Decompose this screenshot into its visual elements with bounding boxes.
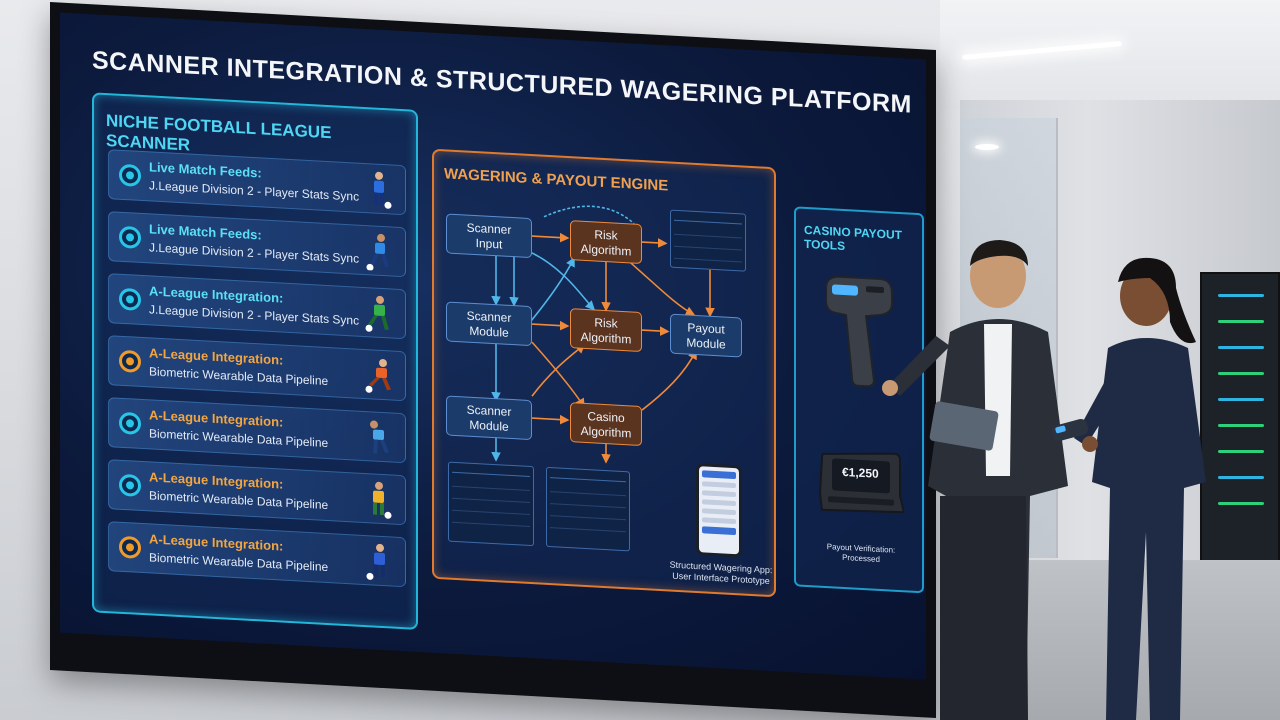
wagering-engine-panel: WAGERING & PAYOUT ENGINE <box>432 148 776 598</box>
signal-icon <box>119 473 141 497</box>
feed-item-title: Live Match Feeds: <box>149 159 262 181</box>
feed-item-subtitle: Biometric Wearable Data Pipeline <box>149 550 329 575</box>
node-label: Scanner Module <box>466 402 512 434</box>
scanner-module-node[interactable]: Scanner Module <box>446 301 532 347</box>
signal-icon <box>119 349 141 373</box>
signal-icon <box>119 411 141 435</box>
football-player-icon <box>373 481 392 519</box>
scanner-input-node[interactable]: Scanner Input <box>446 213 532 259</box>
feed-item[interactable]: Live Match Feeds: J.League Division 2 - … <box>108 149 406 216</box>
feed-item-title: A-League Integration: <box>149 469 284 492</box>
node-label: Scanner Input <box>466 220 512 252</box>
node-label: Payout Module <box>686 320 726 352</box>
feed-item[interactable]: A-League Integration: Biometric Wearable… <box>108 521 406 588</box>
payment-terminal-icon <box>818 452 904 514</box>
odds-widget <box>670 209 746 272</box>
feed-item-subtitle: J.League Division 2 - Player Stats Sync <box>149 240 360 266</box>
feed-item-subtitle: J.League Division 2 - Player Stats Sync <box>149 178 360 204</box>
football-player-icon <box>366 543 385 580</box>
feed-item[interactable]: Live Match Feeds: J.League Division 2 - … <box>108 211 406 278</box>
feed-item-subtitle: Biometric Wearable Data Pipeline <box>149 488 329 513</box>
risk-algorithm-node[interactable]: Risk Algorithm <box>570 220 642 265</box>
node-label: Scanner Module <box>466 308 512 340</box>
signal-icon <box>119 287 141 311</box>
feed-item[interactable]: A-League Integration: Biometric Wearable… <box>108 397 406 464</box>
feed-item-title: A-League Integration: <box>149 407 284 430</box>
scanner-module-node[interactable]: Scanner Module <box>446 395 532 441</box>
football-player-icon <box>370 420 389 454</box>
payout-module-node[interactable]: Payout Module <box>670 313 742 358</box>
feed-item-title: Live Match Feeds: <box>149 221 262 243</box>
terminal-amount: €1,250 <box>842 464 879 481</box>
feed-item[interactable]: A-League Integration: J.League Division … <box>108 273 406 340</box>
casino-algorithm-node[interactable]: Casino Algorithm <box>570 402 642 447</box>
football-player-icon <box>365 295 389 332</box>
wagering-app-phone[interactable] <box>696 462 742 558</box>
feed-item-subtitle: J.League Division 2 - Player Stats Sync <box>149 302 360 328</box>
casino-payout-panel: CASINO PAYOUT TOOLS €1,250 Payout Verifi… <box>794 206 924 594</box>
wall-monitor: SCANNER INTEGRATION & STRUCTURED WAGERIN… <box>50 2 936 718</box>
football-player-icon <box>365 359 391 393</box>
stats-table <box>546 466 630 552</box>
node-label: Risk Algorithm <box>580 315 632 347</box>
football-player-icon <box>366 233 389 271</box>
feed-item[interactable]: A-League Integration: Biometric Wearable… <box>108 335 406 402</box>
league-scanner-panel: NICHE FOOTBALL LEAGUE SCANNER Live Match… <box>92 92 418 630</box>
node-label: Risk Algorithm <box>580 227 632 259</box>
football-player-icon <box>374 171 392 209</box>
woman-with-scanner <box>1051 257 1206 720</box>
node-label: Casino Algorithm <box>580 409 632 441</box>
signal-icon <box>119 225 141 249</box>
feed-item-subtitle: Biometric Wearable Data Pipeline <box>149 364 329 389</box>
signal-icon <box>119 163 141 187</box>
stats-table <box>448 461 534 547</box>
risk-algorithm-node[interactable]: Risk Algorithm <box>570 308 642 353</box>
feed-item[interactable]: A-League Integration: Biometric Wearable… <box>108 459 406 526</box>
ceiling-spotlight <box>975 144 999 150</box>
feed-item-subtitle: Biometric Wearable Data Pipeline <box>149 426 329 451</box>
signal-icon <box>119 535 141 559</box>
man-with-tablet <box>882 240 1068 720</box>
barcode-scanner-icon <box>825 275 893 388</box>
feed-item-title: A-League Integration: <box>149 531 284 554</box>
feed-item-title: A-League Integration: <box>149 283 284 306</box>
dashboard-screen: SCANNER INTEGRATION & STRUCTURED WAGERIN… <box>60 12 926 680</box>
server-rack <box>1200 272 1280 570</box>
feed-item-title: A-League Integration: <box>149 345 284 368</box>
